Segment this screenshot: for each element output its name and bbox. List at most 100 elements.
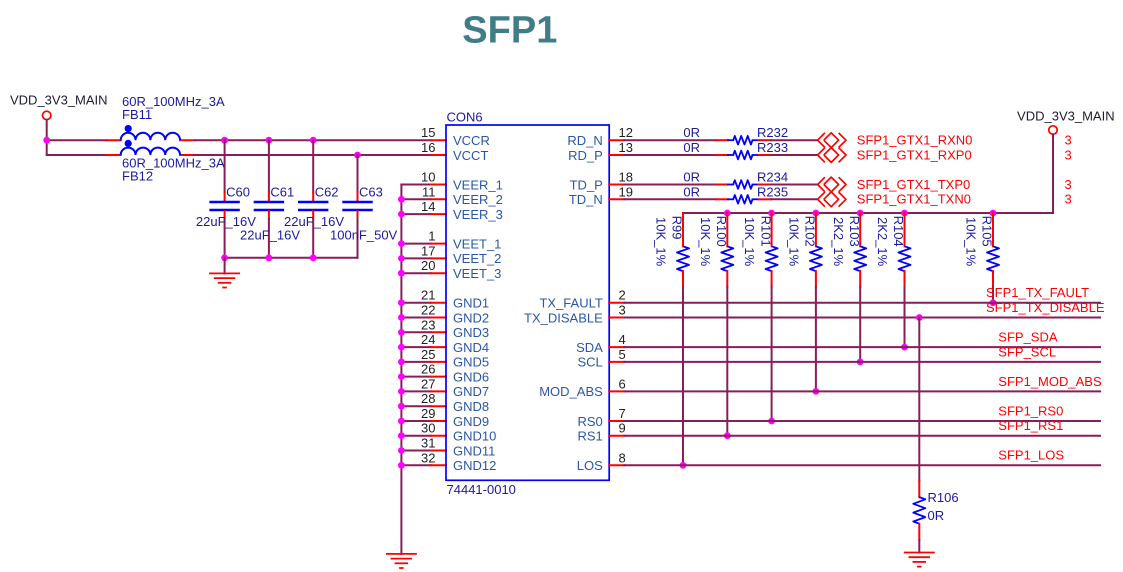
svg-text:4: 4 [619,332,626,347]
svg-text:VEET_1: VEET_1 [453,236,501,251]
svg-text:12: 12 [619,125,633,140]
svg-text:R101: R101 [758,216,773,247]
svg-text:6: 6 [619,376,626,391]
svg-text:RD_P: RD_P [568,148,603,163]
svg-text:3: 3 [1065,147,1072,162]
svg-text:30: 30 [421,421,435,436]
svg-text:R99: R99 [670,216,685,240]
svg-text:SFP1_RS0: SFP1_RS0 [998,403,1063,418]
svg-text:TX_FAULT: TX_FAULT [539,296,602,311]
svg-text:RS0: RS0 [578,414,603,429]
svg-text:3: 3 [1065,192,1072,207]
svg-text:SFP1_GTX1_TXP0: SFP1_GTX1_TXP0 [857,177,970,192]
svg-text:10K_1%: 10K_1% [654,217,669,267]
svg-text:23: 23 [421,317,435,332]
svg-text:R232: R232 [757,125,788,140]
svg-text:SFP1_GTX1_RXN0: SFP1_GTX1_RXN0 [857,133,973,148]
svg-text:22uF_16V: 22uF_16V [196,214,256,229]
svg-text:R105: R105 [980,216,995,247]
svg-text:GND5: GND5 [453,355,489,370]
svg-text:SFP1_TX_FAULT: SFP1_TX_FAULT [986,285,1089,300]
svg-text:GND2: GND2 [453,310,489,325]
svg-text:TD_P: TD_P [570,177,603,192]
svg-text:3: 3 [1065,133,1072,148]
svg-text:LOS: LOS [577,458,603,473]
svg-text:31: 31 [421,436,435,451]
svg-text:GND8: GND8 [453,399,489,414]
svg-text:19: 19 [619,184,633,199]
svg-text:VCCT: VCCT [453,148,488,163]
svg-text:7: 7 [619,406,626,421]
svg-text:60R_100MHz_3A: 60R_100MHz_3A [122,94,225,109]
svg-text:GND4: GND4 [453,340,489,355]
svg-text:29: 29 [421,406,435,421]
svg-text:0R: 0R [683,184,700,199]
svg-text:SFP1_RS1: SFP1_RS1 [998,418,1063,433]
svg-text:15: 15 [421,125,435,140]
svg-text:5: 5 [619,347,626,362]
svg-text:22: 22 [421,303,435,318]
svg-text:SFP1_GTX1_TXN0: SFP1_GTX1_TXN0 [857,192,971,207]
svg-text:TD_N: TD_N [569,192,603,207]
svg-text:R102: R102 [803,216,818,247]
svg-text:R104: R104 [891,216,906,247]
svg-text:R103: R103 [847,216,862,247]
svg-text:C62: C62 [315,185,339,200]
svg-text:27: 27 [421,376,435,391]
svg-text:TX_DISABLE: TX_DISABLE [524,310,603,325]
svg-text:26: 26 [421,362,435,377]
svg-text:R233: R233 [757,140,788,155]
svg-text:R235: R235 [757,184,788,199]
svg-text:16: 16 [421,140,435,155]
svg-text:C63: C63 [359,185,383,200]
svg-text:GND1: GND1 [453,296,489,311]
svg-text:VEER_3: VEER_3 [453,207,503,222]
svg-text:10K_1%: 10K_1% [964,217,979,267]
svg-text:R234: R234 [757,170,788,185]
svg-text:GND12: GND12 [453,458,496,473]
svg-text:FB11: FB11 [122,107,152,122]
svg-text:1: 1 [428,229,435,244]
svg-text:VCCR: VCCR [453,133,490,148]
svg-text:28: 28 [421,391,435,406]
svg-text:22uF_16V: 22uF_16V [284,214,344,229]
svg-text:SFP_SCL: SFP_SCL [998,344,1056,359]
svg-text:MOD_ABS: MOD_ABS [539,384,603,399]
svg-text:8: 8 [619,450,626,465]
svg-text:GND11: GND11 [453,443,495,458]
svg-text:SDA: SDA [576,340,603,355]
svg-text:2K2_1%: 2K2_1% [875,217,890,267]
svg-text:11: 11 [422,184,436,199]
svg-text:24: 24 [421,332,435,347]
svg-text:25: 25 [421,347,435,362]
svg-text:10K_1%: 10K_1% [787,217,802,267]
svg-text:100nF_50V: 100nF_50V [330,227,398,242]
svg-text:GND7: GND7 [453,384,489,399]
svg-text:VDD_3V3_MAIN: VDD_3V3_MAIN [10,93,108,108]
svg-text:18: 18 [619,170,633,185]
svg-text:0R: 0R [683,125,700,140]
svg-text:0R: 0R [928,508,945,523]
svg-text:GND6: GND6 [453,369,489,384]
svg-text:0R: 0R [683,170,700,185]
svg-text:SFP1: SFP1 [462,10,557,52]
svg-text:GND9: GND9 [453,414,489,429]
svg-text:3: 3 [619,303,626,318]
svg-text:VEET_2: VEET_2 [453,251,501,266]
svg-text:2K2_1%: 2K2_1% [831,217,846,267]
svg-text:VDD_3V3_MAIN: VDD_3V3_MAIN [1017,108,1115,123]
svg-text:10K_1%: 10K_1% [742,217,757,267]
svg-text:RD_N: RD_N [567,133,602,148]
svg-text:32: 32 [421,450,435,465]
svg-text:60R_100MHz_3A: 60R_100MHz_3A [122,156,225,171]
svg-text:GND3: GND3 [453,325,489,340]
svg-text:SFP1_LOS: SFP1_LOS [998,448,1064,463]
svg-text:3: 3 [1065,177,1072,192]
svg-text:22uF_16V: 22uF_16V [240,227,300,242]
svg-text:0R: 0R [683,140,700,155]
svg-text:SCL: SCL [578,355,603,370]
svg-text:RS1: RS1 [578,429,603,444]
svg-text:CON6: CON6 [447,110,483,125]
svg-text:SFP_SDA: SFP_SDA [998,330,1058,345]
svg-text:2: 2 [619,288,626,303]
